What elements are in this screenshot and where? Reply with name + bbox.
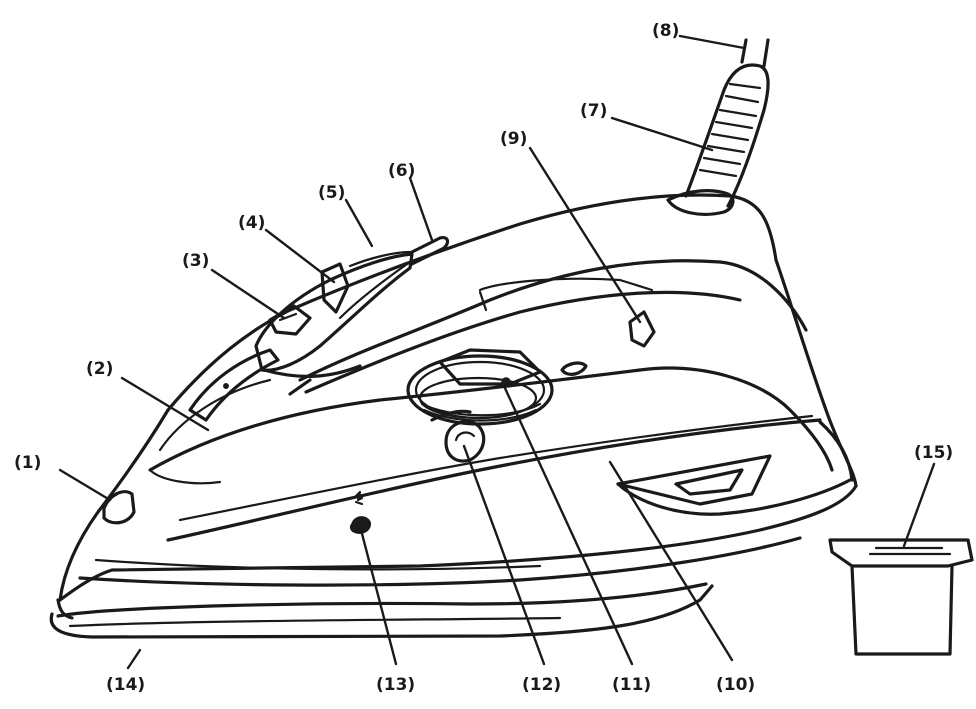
heel-rest <box>616 420 854 516</box>
leader-10 <box>608 460 734 662</box>
burst-button <box>348 250 412 268</box>
cord-guard-ribs <box>698 82 762 178</box>
power-cord <box>666 38 770 216</box>
callout-11: (11) <box>612 675 651 695</box>
callout-5: (5) <box>318 183 345 203</box>
iron-body <box>58 193 858 602</box>
spray-nozzle <box>102 490 136 525</box>
steam-button <box>268 304 312 336</box>
callout-9: (9) <box>500 129 527 149</box>
leader-3 <box>210 268 286 320</box>
leader-11 <box>502 384 634 666</box>
temperature-light <box>430 409 486 463</box>
top-controls <box>254 236 450 396</box>
leader-lines <box>58 34 936 670</box>
callout-1: (1) <box>14 453 41 473</box>
leader-5 <box>344 198 374 248</box>
callout-4: (4) <box>238 213 265 233</box>
callout-15: (15) <box>914 443 953 463</box>
leader-8 <box>678 34 746 50</box>
handle-tip <box>410 236 450 266</box>
soleplate <box>49 582 714 639</box>
callout-3: (3) <box>182 251 209 271</box>
callout-13: (13) <box>376 675 415 695</box>
leader-15 <box>902 462 936 548</box>
callout-8: (8) <box>652 21 679 41</box>
temperature-dial <box>406 348 554 426</box>
self-clean-button <box>628 310 656 348</box>
callout-10: (10) <box>716 675 755 695</box>
leader-12 <box>462 444 546 666</box>
leader-1 <box>58 468 112 502</box>
callout-labels: (1) (2) (3) (4) (5) (6) (7) (8) (9) (10)… <box>14 21 953 695</box>
callout-7: (7) <box>580 101 607 121</box>
leader-4 <box>264 228 336 284</box>
leader-9 <box>528 146 642 324</box>
measuring-cup <box>828 538 974 656</box>
callout-14: (14) <box>106 675 145 695</box>
callout-12: (12) <box>522 675 561 695</box>
leader-6 <box>408 176 434 242</box>
filling-inlet <box>188 348 280 422</box>
spray-button <box>320 262 350 314</box>
leader-14 <box>126 648 142 670</box>
leader-2 <box>120 376 210 432</box>
leader-13 <box>358 524 398 666</box>
callout-6: (6) <box>388 161 415 181</box>
indicator-slot <box>560 361 588 376</box>
leader-7 <box>610 116 714 152</box>
callout-2: (2) <box>86 359 113 379</box>
